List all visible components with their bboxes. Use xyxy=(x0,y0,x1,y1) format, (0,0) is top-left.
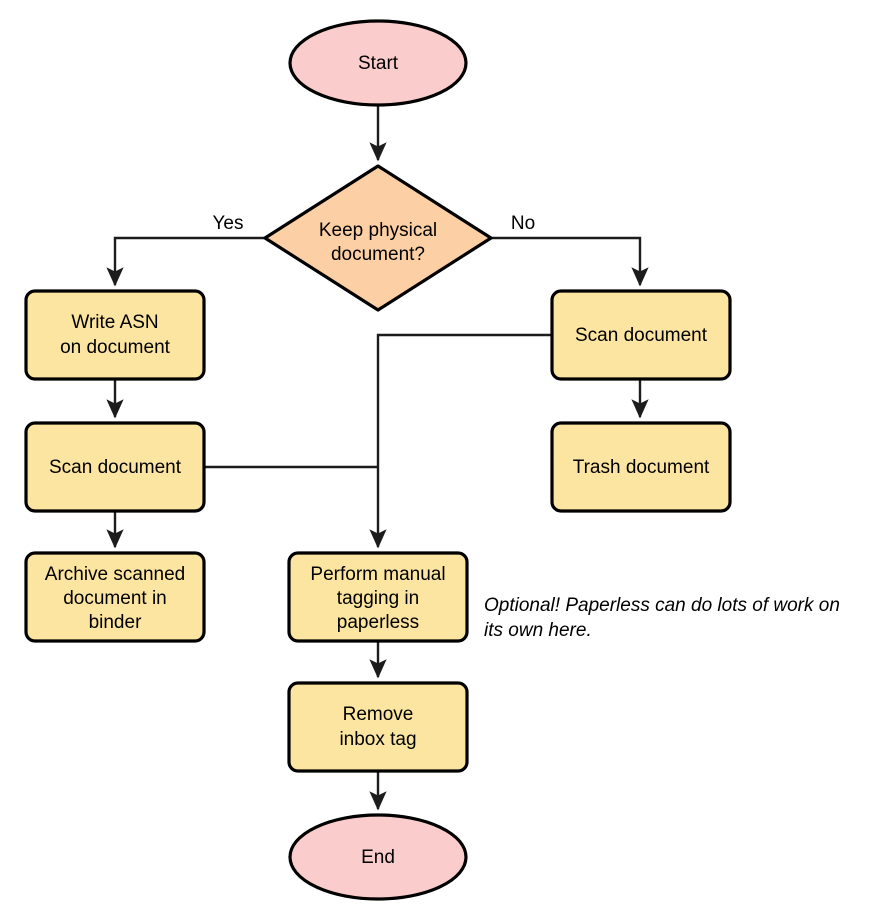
archive-label-line3: binder xyxy=(89,612,142,633)
scan-document-left-label: Scan document xyxy=(49,457,182,478)
perform-tagging-box-shape xyxy=(287,551,469,643)
archive-label-line1: Archive scanned xyxy=(45,564,185,585)
node-archive-scanned-document[interactable]: Archive scanned document in binder xyxy=(24,551,206,643)
connector-layer xyxy=(106,105,649,811)
optional-note: Optional! Paperless can do lots of work … xyxy=(484,595,840,641)
perform-tagging-label-line1: Perform manual xyxy=(310,564,445,585)
scan-document-left-box-shape xyxy=(24,421,206,513)
remove-inbox-tag-label-line2: inbox tag xyxy=(339,729,416,750)
node-perform-manual-tagging[interactable]: Perform manual tagging in paperless xyxy=(287,551,469,643)
perform-tagging-label-line3: paperless xyxy=(337,612,419,633)
edge-decision-yes-to-write-asn xyxy=(106,236,265,287)
scan-document-right-box-shape xyxy=(550,289,732,381)
optional-note-line1: Optional! Paperless can do lots of work … xyxy=(484,595,840,616)
node-scan-document-right[interactable]: Scan document xyxy=(550,289,732,381)
decision-diamond-shape xyxy=(263,164,493,312)
archive-label-line2: document in xyxy=(63,588,167,609)
write-asn-label-line2: on document xyxy=(60,337,171,358)
node-remove-inbox-tag[interactable]: Remove inbox tag xyxy=(287,681,469,773)
edge-scan-right-to-tagging xyxy=(369,333,552,549)
scan-document-right-label: Scan document xyxy=(575,325,708,346)
node-scan-document-left[interactable]: Scan document xyxy=(24,421,206,513)
end-ellipse-shape xyxy=(288,813,468,901)
start-label: Start xyxy=(358,53,399,74)
archive-box-shape xyxy=(24,551,206,643)
perform-tagging-label-line2: tagging in xyxy=(337,588,419,609)
write-asn-label-line1: Write ASN xyxy=(71,312,158,333)
remove-inbox-tag-label-line1: Remove xyxy=(343,704,414,725)
write-asn-box-shape xyxy=(24,289,206,381)
edge-label-yes: Yes xyxy=(213,213,244,234)
node-keep-physical-document[interactable]: Keep physical document? xyxy=(263,164,493,312)
remove-inbox-tag-box-shape xyxy=(287,681,469,773)
edge-decision-no-to-scan-right xyxy=(491,236,649,287)
trash-document-box-shape xyxy=(550,421,732,513)
trash-document-label: Trash document xyxy=(573,457,710,478)
decision-label-line2: document? xyxy=(331,244,425,265)
end-label: End xyxy=(361,847,395,868)
node-write-asn-on-document[interactable]: Write ASN on document xyxy=(24,289,206,381)
start-ellipse-shape xyxy=(288,19,468,107)
node-trash-document[interactable]: Trash document xyxy=(550,421,732,513)
optional-note-line2: its own here. xyxy=(484,620,592,641)
node-end[interactable]: End xyxy=(288,813,468,901)
decision-label-line1: Keep physical xyxy=(319,220,437,241)
edge-label-no: No xyxy=(511,213,535,234)
node-start[interactable]: Start xyxy=(288,19,468,107)
